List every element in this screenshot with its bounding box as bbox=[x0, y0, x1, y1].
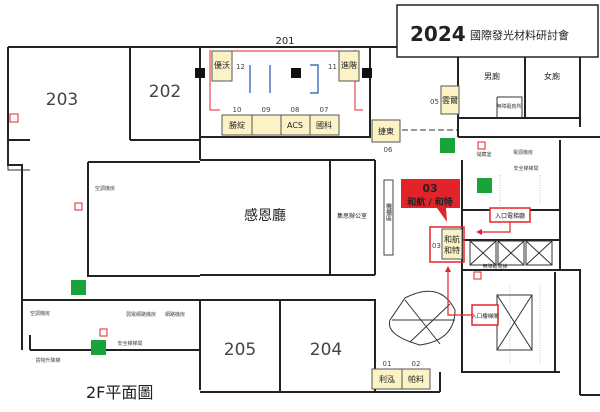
stair-entrance-label: 入口樓梯間 bbox=[471, 312, 499, 320]
title-year: 2024 bbox=[410, 22, 466, 46]
booth-12-number: 12 bbox=[236, 63, 245, 71]
booth-09[interactable] bbox=[251, 114, 282, 136]
room-label-women: 女廁 bbox=[544, 71, 560, 81]
exit-signs bbox=[9, 113, 492, 355]
booth-01-name: 利泓 bbox=[379, 374, 395, 384]
booth-03[interactable] bbox=[441, 228, 463, 260]
booth-03-name-2: 和特 bbox=[444, 245, 460, 255]
room-201-fixtures bbox=[195, 50, 372, 111]
exit-sign-icon bbox=[440, 138, 455, 153]
room-label-hall: 感恩廳 bbox=[244, 207, 286, 224]
room-label-safe-stair: 安全梯梯間 bbox=[117, 340, 142, 347]
booth-05-number: 05 bbox=[430, 98, 439, 106]
stair-arrow bbox=[447, 270, 472, 316]
room-label-204: 204 bbox=[310, 340, 342, 360]
booth-09-number: 09 bbox=[262, 106, 271, 114]
booth-02[interactable] bbox=[401, 368, 431, 390]
fire-extinguisher-icon bbox=[99, 328, 108, 337]
fire-extinguisher-icon bbox=[74, 202, 83, 211]
booth-03-number: 03 bbox=[432, 242, 441, 250]
exit-sign-icon bbox=[91, 340, 106, 355]
room-label-network-room: 網路機房 bbox=[165, 311, 185, 318]
room-label-power-2: 電源機房 bbox=[513, 149, 533, 156]
booth-11-number: 11 bbox=[328, 63, 337, 71]
booth-11[interactable] bbox=[338, 50, 360, 82]
stair-arrow-head bbox=[445, 266, 451, 272]
booth-02-name: 帕料 bbox=[408, 374, 424, 384]
exit-sign-icon bbox=[477, 178, 492, 193]
booth-10-number: 10 bbox=[233, 106, 242, 114]
booth-01-number: 01 bbox=[383, 360, 392, 368]
room-label-office: 集思辦公室 bbox=[337, 212, 367, 220]
fire-extinguisher-icon bbox=[473, 271, 482, 280]
title-text: 國際發光材料研討會 bbox=[470, 28, 569, 42]
booth-11-name: 進階 bbox=[341, 60, 357, 70]
callout-number: 03 bbox=[422, 182, 437, 195]
booth-03-highlight bbox=[429, 226, 465, 263]
room-label-203: 203 bbox=[46, 90, 78, 110]
room-label-202: 202 bbox=[149, 82, 181, 102]
room-label-safe-stair-2: 安全梯梯間 bbox=[513, 165, 538, 172]
booth-02-number: 02 bbox=[412, 360, 421, 368]
booth-03-callout: 03 和航 / 和特 bbox=[401, 179, 460, 222]
booth-08-number: 08 bbox=[291, 106, 300, 114]
booth-12[interactable] bbox=[211, 50, 233, 82]
fire-extinguisher-icon bbox=[9, 113, 19, 123]
room-label-cargo-lift: 貨物升降梯 bbox=[35, 357, 60, 364]
exit-sign-icon bbox=[71, 280, 86, 295]
title-box bbox=[396, 4, 599, 58]
booth-07-name: 國科 bbox=[316, 120, 332, 130]
booth-06-number: 06 bbox=[384, 146, 393, 154]
elevator-arrow-head bbox=[476, 229, 482, 235]
room-label-ac-room: 空調機房 bbox=[30, 310, 50, 317]
room-label-accessible-toilet: 無障礙廁所 bbox=[496, 103, 521, 110]
room-label-men: 男廁 bbox=[484, 71, 500, 81]
elevator-arrow bbox=[478, 222, 511, 233]
room-label-205: 205 bbox=[224, 340, 256, 360]
booth-05[interactable] bbox=[440, 85, 460, 115]
booth-12-name: 優沃 bbox=[214, 60, 230, 70]
walls bbox=[7, 46, 600, 396]
fire-extinguisher-icon bbox=[477, 141, 486, 150]
room-label-power-room: 弱電網路機房 bbox=[126, 311, 156, 318]
room-label-201: 201 bbox=[275, 36, 294, 47]
booth-06[interactable] bbox=[371, 119, 401, 143]
elevator-entrance-label: 入口電梯廳 bbox=[495, 212, 525, 220]
room-label-accessible-lift: 無障礙電梯 bbox=[482, 263, 507, 270]
cabinet-label: 機櫃區 bbox=[385, 202, 392, 221]
floor-label: 2F平面圖 bbox=[86, 383, 153, 402]
booth-05-name: 雲爾 bbox=[442, 96, 458, 105]
booth-07-number: 07 bbox=[320, 106, 329, 114]
booth-10-name: 勝綻 bbox=[229, 120, 245, 130]
room-label-ac-room-2: 空調機房 bbox=[95, 185, 115, 192]
room-label-storage: 儲藏室 bbox=[476, 151, 491, 158]
booths: 優沃 12 進階 11 勝綻 10 09 ACS 08 國科 07 捷東 06 … bbox=[211, 50, 465, 390]
booth-03-name-1: 和航 bbox=[444, 234, 460, 244]
booth-06-name: 捷東 bbox=[378, 126, 394, 136]
callout-name: 和航 / 和特 bbox=[406, 196, 453, 208]
cabinet-area bbox=[383, 179, 394, 256]
booth-08-name: ACS bbox=[287, 121, 303, 130]
booth-07[interactable] bbox=[309, 114, 340, 136]
